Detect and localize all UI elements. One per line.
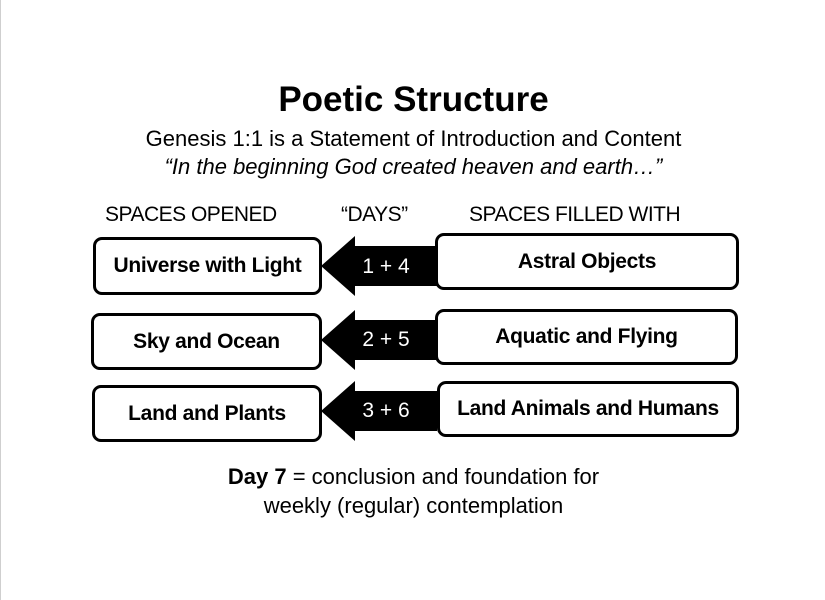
footer-line-1: Day 7 = conclusion and foundation for [1, 462, 825, 491]
days-label-2: 2 + 5 [362, 328, 410, 351]
arrow-left-icon-1 [321, 236, 437, 296]
filled-box-3: Land Animals and Humans [437, 381, 739, 437]
opened-box-1: Universe with Light [93, 237, 322, 295]
header-spaces-filled: SPACES FILLED WITH [469, 203, 681, 226]
day-seven-label: Day 7 [227, 464, 287, 489]
filled-label-1: Astral Objects [517, 249, 657, 273]
filled-label-2: Aquatic and Flying [495, 325, 678, 348]
opened-label-3: Land and Plants [128, 401, 286, 425]
filled-box-1: Astral Objects [435, 233, 739, 290]
genesis-quote: “In the beginning God created heaven and… [164, 154, 663, 179]
header-days: “DAYS” [341, 203, 408, 226]
filled-box-2: Aquatic and Flying [435, 309, 738, 365]
opened-label-2: Sky and Ocean [133, 329, 280, 353]
footer-note: Day 7 = conclusion and foundation for we… [1, 462, 825, 520]
days-label-3: 3 + 6 [362, 399, 410, 422]
opened-label-1: Universe with Light [113, 254, 302, 277]
subtitle: Genesis 1:1 is a Statement of Introducti… [145, 126, 682, 151]
arrow-left-icon-2 [321, 310, 437, 370]
footer-line-1-text: = conclusion and foundation for [286, 464, 600, 489]
opened-box-3: Land and Plants [92, 385, 322, 442]
header-spaces-opened: SPACES OPENED [105, 203, 277, 226]
days-label-1: 1 + 4 [362, 255, 410, 278]
footer-line-2: weekly (regular) contemplation [263, 493, 564, 518]
arrow-left-icon-3 [321, 381, 437, 441]
opened-box-2: Sky and Ocean [91, 313, 322, 370]
page-title: Poetic Structure [278, 80, 549, 119]
filled-label-3: Land Animals and Humans [457, 397, 719, 420]
